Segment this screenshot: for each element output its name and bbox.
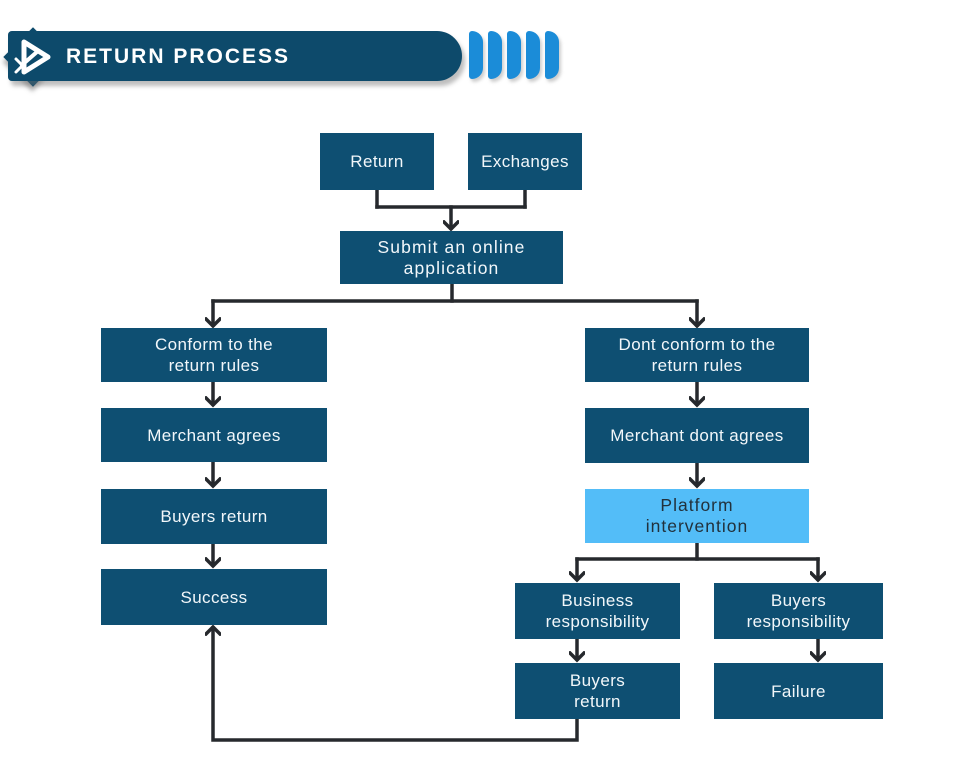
node-label-line: Buyers	[569, 671, 626, 690]
decor-d-shape	[526, 31, 540, 79]
node-label-line: Dont conform to the	[618, 335, 776, 354]
decor-d-shape	[507, 31, 521, 79]
node-label-line: Platform	[660, 495, 734, 515]
node-label-line: Exchanges	[481, 152, 569, 171]
node-label-line: Submit an online	[377, 236, 526, 257]
banner-bar	[8, 31, 462, 81]
edge-buyers-return-loop-to-success	[213, 628, 579, 742]
decor-d-shape	[488, 31, 502, 79]
play-triangle-wrench-icon	[14, 39, 51, 75]
node-success: Success	[101, 569, 327, 625]
node-business-responsibility: Business responsibility	[515, 583, 680, 639]
node-merchant-agrees: Merchant agrees	[101, 408, 327, 462]
node-conform: Conform to the return rules	[101, 328, 327, 382]
node-label-line: intervention	[645, 516, 749, 536]
node-failure: Failure	[714, 663, 883, 719]
node-label-line: application	[403, 257, 500, 278]
node-return: Return	[320, 133, 434, 190]
node-buyers-return-left: Buyers return	[101, 489, 327, 544]
node-label-line: responsibility	[746, 612, 851, 631]
node-label-line: Business	[561, 591, 634, 610]
node-label-line: return rules	[168, 356, 260, 375]
node-label-line: responsibility	[545, 612, 650, 631]
node-buyers-responsibility: Buyers responsibility	[714, 583, 883, 639]
node-label-line: Failure	[771, 681, 826, 701]
page-title: RETURN PROCESS	[66, 45, 291, 68]
node-merchant-dont-agrees: Merchant dont agrees	[585, 408, 809, 463]
node-buyers-return-bottom: Buyers return	[515, 663, 680, 719]
node-label-line: Return	[350, 152, 404, 171]
node-label-line: Conform to the	[154, 335, 274, 354]
node-dont-conform: Dont conform to the return rules	[585, 328, 809, 382]
banner-decor-shapes	[469, 31, 564, 81]
node-label-line: Buyers return	[160, 507, 268, 526]
node-label-line: Merchant dont agrees	[610, 426, 784, 445]
decor-d-shape	[545, 31, 559, 79]
node-label-line: return	[574, 692, 621, 711]
node-label-line: Buyers	[770, 591, 827, 610]
node-label-line: return rules	[651, 356, 743, 375]
node-label-line: Merchant agrees	[147, 425, 281, 445]
decor-d-shape	[469, 31, 483, 79]
node-exchanges: Exchanges	[468, 133, 582, 190]
node-label-line: Success	[180, 587, 248, 607]
